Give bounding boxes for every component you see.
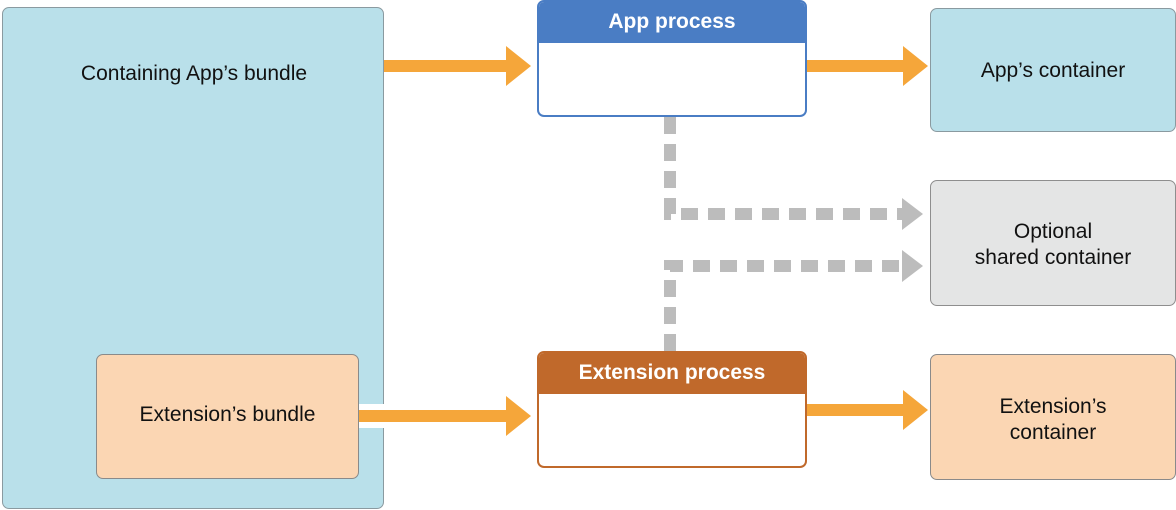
app-process-title: App process [539,2,805,43]
extension-bundle-box: Extension’s bundle [96,354,359,479]
extension-container-label-line1: Extension’s [999,395,1107,418]
app-container-label: App’s container [980,59,1126,82]
arrow-bundle-to-app-process [384,46,531,86]
dashed-arrow-extension-to-shared [664,250,923,351]
shared-container-label-line2: shared container [974,246,1132,269]
shared-container-box: Optional shared container [930,180,1176,306]
extension-container-label: Extension’s container [931,394,1175,446]
arrow-extension-bundle-to-process [359,396,531,436]
shared-container-label: Optional shared container [931,219,1175,271]
extension-container-box: Extension’s container [930,354,1176,480]
extension-bundle-label: Extension’s bundle [139,403,316,426]
extension-container-label-line2: container [1009,421,1097,444]
extension-process-title: Extension process [539,353,805,394]
app-process-box: App process [537,0,807,117]
app-container-box: App’s container [930,8,1176,132]
shared-container-label-line1: Optional [1013,220,1093,243]
arrow-app-process-to-container [807,46,928,86]
dashed-arrow-app-to-shared [664,117,923,230]
arrow-extension-process-to-container [807,390,928,430]
extension-process-box: Extension process [537,351,807,468]
containing-app-bundle-label: Containing App’s bundle [80,62,308,85]
